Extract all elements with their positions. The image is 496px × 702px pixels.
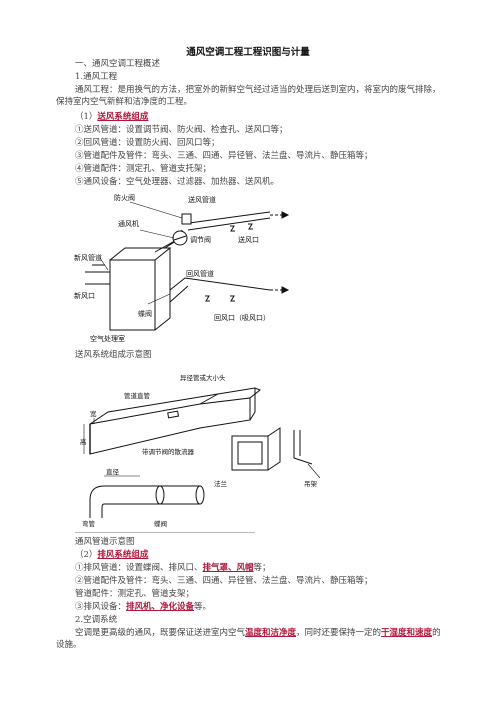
supply-heading-prefix: （1） [75,112,98,122]
supply-item: ②回风管道：设置防火阀、回风口等； [75,138,220,148]
ac-text: ，同时还要保持一定的 [296,628,382,638]
label-butterfly-valve: 蝶阀 [138,309,152,318]
return-outlet-mark [205,295,210,302]
leader-line [129,201,183,219]
label-return-duct: 回风管道 [186,269,214,278]
ac-highlight: 温度和洁净度 [245,628,297,638]
exhaust-item: ③排风设备：排风机、净化设备等。 [75,601,211,613]
supply-arrowhead [281,211,290,219]
label-reducer: 异径管或大小头 [180,373,226,382]
intro-paragraph: 通风工程：是用换气的方法，把室外的新鲜空气经过适当的处理后送到室内，将室内的废气… [56,85,441,107]
exhaust-item: ②管道配件及管件：弯头、三通、四通、异径管、法兰盘、导流片、静压箱等； [75,576,373,586]
label-fresh-air-duct: 新风管道 [74,253,102,262]
label-butterfly: 蝶阀 [154,519,167,528]
label-flange: 法兰 [214,479,228,488]
exhaust-system-heading: （2）排风系统组成 [75,549,148,561]
label-fire-damper: 防火阀 [114,193,135,202]
supply-system-heading: （1）送风系统组成 [75,111,148,123]
hanger-rod [293,430,313,465]
exhaust-item-text: 等； [253,563,271,573]
label-fan: 通风机 [118,219,139,228]
section-heading-1: 一、通风空调工程概述 [75,59,161,69]
supply-item: ④管道配件：测定孔、管道支托架； [75,164,212,174]
subsection-heading-ac: 2.空调系统 [75,615,118,625]
label-flow-guide: 带调节阀的散流器 [142,447,195,456]
rect-duct-top [89,393,219,425]
supply-outlet-mark [230,225,235,232]
supply-duct-line [181,211,271,231]
label-fresh-air-inlet: 新风口 [74,291,95,300]
pipe-flange-end [195,485,205,505]
flange-frame-inner [237,441,263,465]
rect-duct-front [89,397,251,455]
ac-highlight: 干湿度和速度 [381,628,433,638]
exhaust-heading-highlight: 排风系统组成 [97,550,149,560]
label-elbow: 弯管 [82,519,96,528]
subsection-heading-ventilation: 1.通风工程 [75,72,118,82]
label-width: 宽 [90,409,97,418]
fan-blade [173,235,187,241]
ahu-box-front [109,259,156,331]
supply-item: ③管道配件及管件：弯头、三通、四通、异径管、法兰盘、导流片、静压箱等； [75,151,373,161]
exhaust-heading-prefix: （2） [75,550,98,560]
exhaust-item: ①排风管道：设置蝶阀、排风口、排气罩、风帽等； [75,562,271,574]
exhaust-item-highlight: 排风机、净化设备 [126,602,195,612]
supply-heading-highlight: 送风系统组成 [97,112,149,122]
fire-damper-symbol [181,213,192,225]
flange-frame-depth [267,427,281,471]
label-hanger: 吊架 [304,480,318,488]
ahu-box-top [109,247,172,261]
supply-outlet-mark [248,223,253,230]
duct-components-diagram: 异径管或大小头 管道直管 宽 高 带调节阀的散流器 直径 法兰 吊架 弯管 蝶阀 [80,373,321,528]
exhaust-item-text: ①排风管道：设置蝶阀、排风口、 [75,563,203,573]
flange-frame-outer [231,435,269,471]
leader-line [147,293,171,305]
ac-paragraph: 空调是更高级的通风，既要保证送进室内空气温度和洁净度，同时还要保持一定的干湿度和… [56,627,442,651]
return-arrowhead [281,286,290,294]
label-straight-pipe: 管道直管 [124,391,151,400]
label-return-outlet: 回风口（吸风口） [214,314,270,322]
label-diameter: 直径 [106,467,120,476]
elbow [89,485,105,518]
supply-system-diagram: 防火阀 送风管道 通风机 调节阀 送风口 新风管道 新风口 回风管道 蝶阀 回风… [74,193,290,342]
page-title: 通风空调工程工程识图与计量 [186,47,310,58]
ac-text: 的设施。 [56,628,441,650]
ac-text: 空调是更高级的通风，既要保证送进室内空气 [75,628,246,638]
caption-divider [75,532,255,533]
label-height: 高 [80,437,87,446]
label-ahu: 空气处理室 [90,334,125,342]
supply-item: ⑤通风设备：空气处理器、过滤器、加热器、送风机。 [75,177,280,187]
label-supply-duct: 送风管道 [188,195,216,204]
fresh-air-duct [85,271,110,285]
leader-line [99,257,109,271]
figure1-caption: 送风系统组成示意图 [75,350,152,360]
leader-line [139,229,175,239]
round-pipe [104,485,200,505]
reducer-side [249,388,256,421]
return-outlet-mark [230,295,235,302]
reducer-top [217,387,261,399]
label-regulating-valve: 调节阀 [190,235,211,244]
return-duct-line [169,277,271,303]
ahu-box-side [154,248,171,331]
figure2-caption: 通风管道示意图 [75,537,135,547]
exhaust-item-text: ③排风设备： [75,602,127,612]
diffuser-opening [167,410,180,419]
supply-item: ①送风管道：设置调节阀、防火阀、检查孔、送风口等； [75,125,288,135]
exhaust-item: 管道配件：测定孔、管道支架； [75,589,195,599]
exhaust-item-text: 等。 [194,602,212,612]
label-supply-outlet: 送风口 [238,235,259,244]
leader-line [307,463,321,479]
butterfly-valve-symbol [155,485,165,505]
exhaust-item-highlight: 排气罩、风帽 [202,563,254,573]
